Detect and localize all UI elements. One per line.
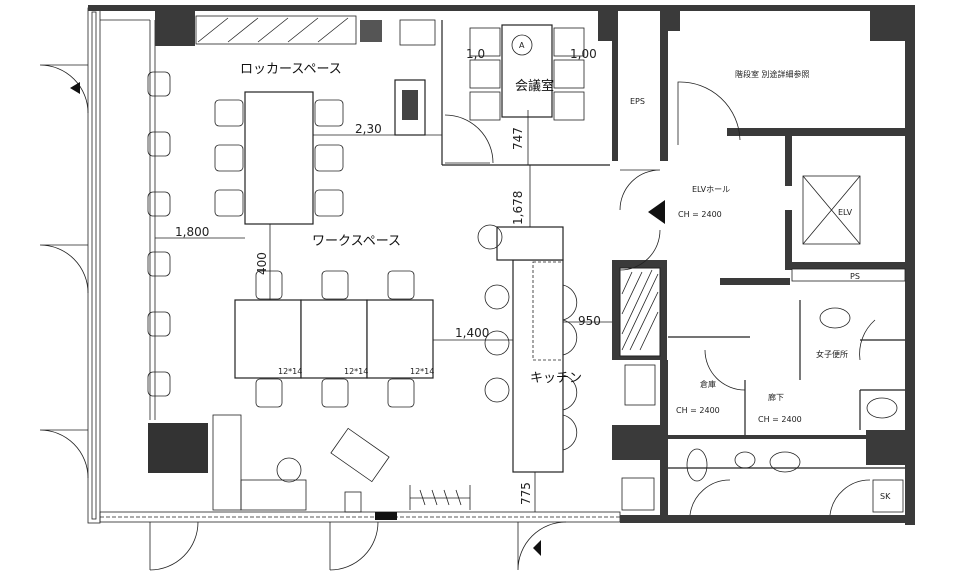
- room-label-sk: SK: [880, 492, 891, 501]
- fixtures: [621, 307, 904, 513]
- lower-furniture: [148, 414, 471, 520]
- doors: [39, 64, 876, 571]
- room-label-locker: ロッカースペース: [240, 62, 342, 77]
- meeting-marker: A: [519, 41, 525, 50]
- lockers: [195, 15, 436, 46]
- room-label-storage: 倉庫: [700, 379, 716, 389]
- dim-1000b: 1,00: [570, 47, 597, 61]
- room-label-corridor: 廊下: [768, 392, 784, 402]
- dim-1000a: 1,0: [466, 47, 485, 61]
- room-label-elv: ELV: [838, 208, 853, 217]
- dim-400: 400: [255, 252, 269, 275]
- table-size-2: 12*14: [344, 367, 368, 376]
- elevator: [791, 175, 906, 282]
- meeting-room: [441, 20, 610, 166]
- room-label-ps: PS: [850, 272, 860, 281]
- ceiling-height-corridor: CH = 2400: [758, 415, 802, 424]
- dim-1400: 1,400: [455, 326, 489, 340]
- room-label-work: ワークスペース: [312, 234, 401, 249]
- room-label-meeting: 会議室: [515, 78, 554, 94]
- dimension-lines: [155, 110, 612, 512]
- room-label-womens-wc: 女子便所: [816, 349, 848, 359]
- table-size-3: 12*14: [410, 367, 434, 376]
- dim-2300: 2,30: [355, 122, 382, 136]
- ceiling-height-elv-hall: CH = 2400: [678, 210, 722, 219]
- dim-747: 747: [511, 127, 525, 150]
- counter-chairs: [147, 71, 171, 397]
- table-size-1: 12*14: [278, 367, 302, 376]
- dim-1800: 1,800: [175, 225, 209, 239]
- big-table: [214, 79, 426, 225]
- ceiling-height-storage: CH = 2400: [676, 406, 720, 415]
- room-label-stair: 階段室 別途詳細参照: [735, 69, 810, 79]
- dim-1678: 1,678: [511, 191, 525, 225]
- exterior-walls: [87, 5, 915, 525]
- dim-950: 950: [578, 314, 601, 328]
- room-label-kitchen: キッチン: [530, 371, 582, 386]
- room-label-elv-hall: ELVホール: [692, 185, 730, 194]
- dim-775: 775: [519, 482, 533, 505]
- room-label-eps: EPS: [630, 97, 645, 106]
- kitchen-counter: [477, 224, 578, 473]
- work-tables: [234, 270, 434, 408]
